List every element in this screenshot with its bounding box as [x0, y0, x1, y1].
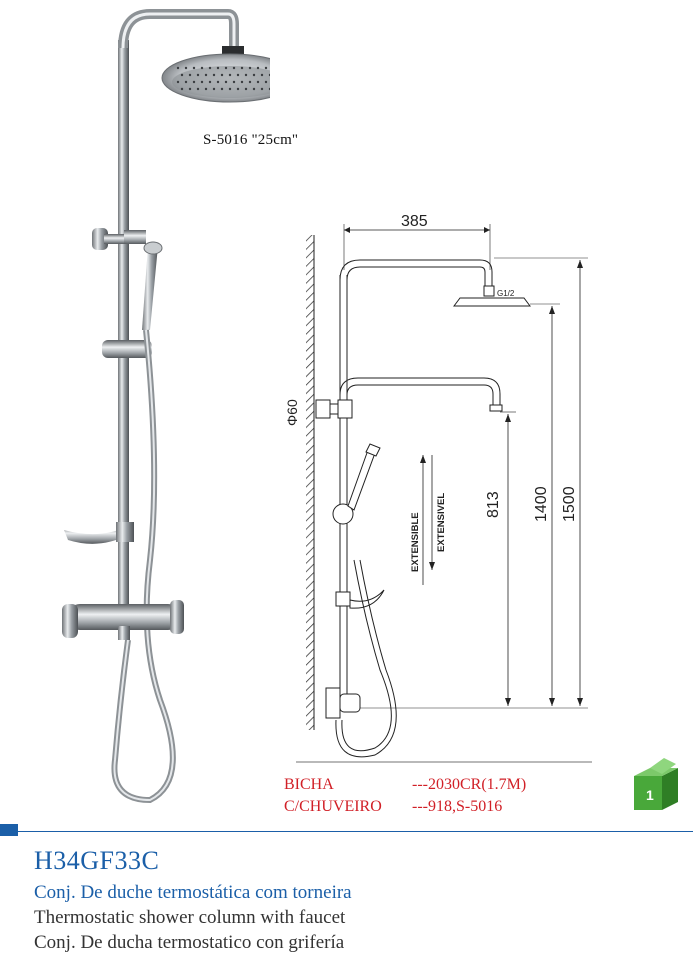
- description-es: Conj. De ducha termostatico con grifería: [34, 932, 345, 953]
- spec-value-bicha: ---2030CR(1.7M): [412, 776, 527, 793]
- product-photo: [62, 9, 270, 804]
- extensivel-label: EXTENSIVEL: [436, 493, 447, 552]
- thread-label: G1/2: [497, 289, 515, 298]
- description-pt: Conj. De duche termostática com torneira: [34, 882, 352, 903]
- height-1500: 1500: [561, 486, 578, 522]
- product-code: H34GF33C: [34, 846, 160, 875]
- height-1400: 1400: [533, 486, 550, 522]
- extensible-label: EXTENSIBLE: [410, 512, 421, 572]
- description-en: Thermostatic shower column with faucet: [34, 907, 346, 928]
- height-813: 813: [485, 491, 502, 518]
- accent-square: [0, 824, 18, 836]
- spec-key-chuveiro: C/CHUVEIRO: [284, 798, 382, 815]
- spec-value-chuveiro: ---918,S-5016: [412, 798, 503, 815]
- box-badge-number: 1: [646, 787, 654, 803]
- technical-drawing: G1/2 Φ60 385 813 1400 1500 EXTENSIBLE: [284, 213, 592, 763]
- model-label: S-5016 "25cm": [203, 132, 299, 148]
- spec-key-bicha: BICHA: [284, 776, 334, 793]
- package-box-icon: 1: [634, 758, 678, 810]
- diameter-label: Φ60: [284, 399, 300, 426]
- width-dim: 385: [401, 213, 428, 230]
- divider-line: [0, 831, 693, 832]
